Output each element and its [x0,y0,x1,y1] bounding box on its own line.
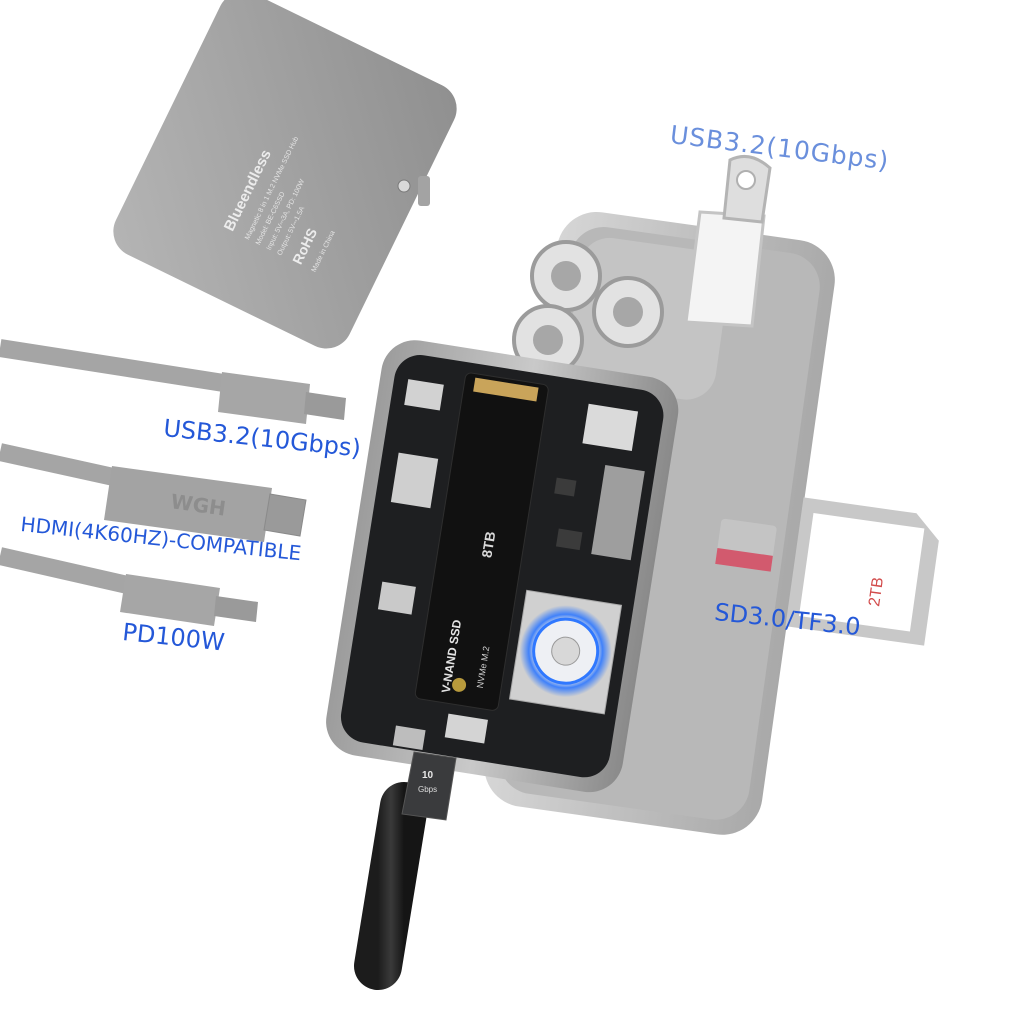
hdmi-cable: WGH [0,443,307,542]
ssd-capacity: 8TB [478,530,498,559]
connector-unit: Gbps [418,785,437,794]
sd-card-text: 2TB [866,576,887,607]
cover-tab [418,176,430,206]
cooling-fan [508,589,623,715]
cover-text-group: Blueendless Magnetic 8 in 1 M.2 NVMe SSD… [221,136,337,274]
micro-sd-card [715,518,777,572]
camera-lenses [512,240,664,376]
usb-c-connector-cable: 10 Gbps [354,751,457,990]
usb-c-cable-top [0,339,346,424]
usb-c-cable-bottom [0,547,258,626]
cover-screw [397,179,411,193]
connector-speed: 10 [422,770,434,781]
cover-plate [113,0,457,349]
usb-flash-drive [684,154,772,328]
hub-case: 8TB V-NAND SSD NVMe M.2 [326,340,679,793]
sd-card: 2TB [785,497,939,646]
nvme-ssd: 8TB V-NAND SSD NVMe M.2 [414,372,549,711]
